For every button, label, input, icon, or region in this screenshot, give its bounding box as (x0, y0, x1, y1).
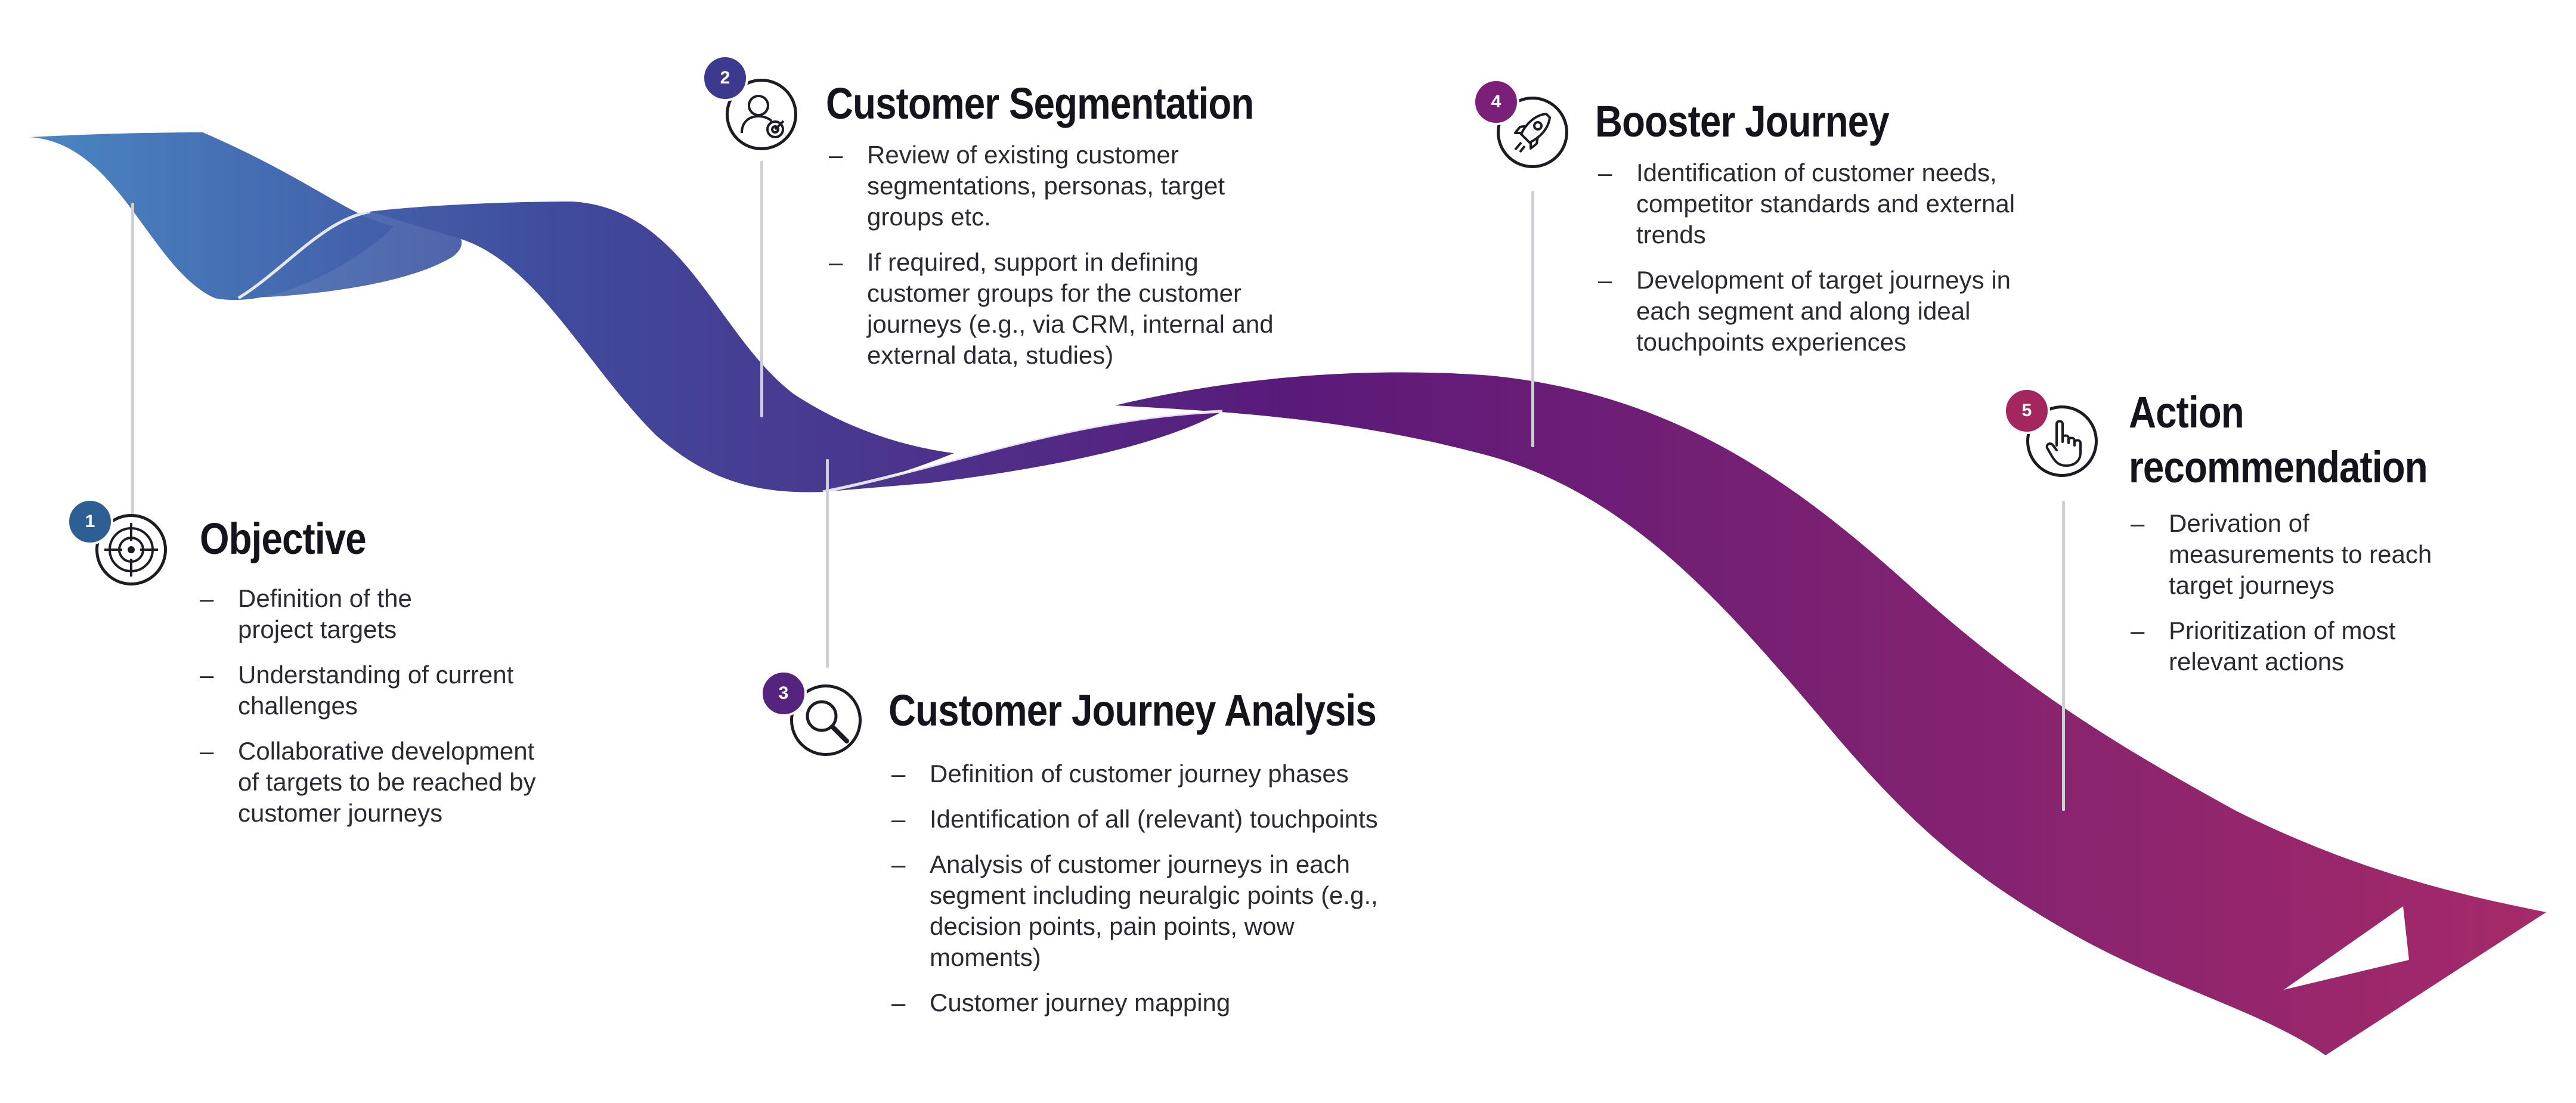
step-4-bullets: Identification of customer needs, compet… (1598, 157, 2075, 372)
step-2-bullets: Review of existing customer segmentation… (829, 140, 1306, 385)
step-number-badge-2: 2 (702, 55, 748, 101)
connector-line-1 (131, 203, 134, 525)
ribbon-highlight-1 (237, 210, 370, 300)
step-3-bullet: Identification of all (relevant) touchpo… (891, 804, 1428, 835)
step-1-bullet: Understanding of current challenges (200, 659, 617, 721)
connector-line-4 (1531, 191, 1534, 447)
step-3-bullet: Customer journey mapping (891, 987, 1428, 1018)
step-number-badge-5: 5 (2004, 388, 2050, 434)
step-5-bullet: Derivation of measurements to reach targ… (2131, 508, 2548, 601)
step-3-bullet: Definition of customer journey phases (891, 758, 1428, 789)
step-5-bullet: Prioritization of most relevant actions (2131, 615, 2548, 677)
step-number-badge-3: 3 (760, 670, 807, 717)
ribbon-band-2 (1115, 372, 2546, 1055)
step-1-bullets: Definition of the project targets Unders… (200, 583, 617, 843)
step-4-bullet: Development of target journeys in each s… (1598, 265, 2075, 358)
step-title-action-recommendation: Action recommendation (2129, 388, 2428, 492)
ribbon-highlight-2 (822, 410, 1223, 494)
step-title-customer-journey-analysis: Customer Journey Analysis (888, 686, 1377, 735)
connector-line-3 (826, 459, 829, 668)
step-4-bullet: Identification of customer needs, compet… (1598, 157, 2075, 250)
ribbon-arrow-cutout (2284, 906, 2409, 990)
step-1-bullet: Definition of the project targets (200, 583, 617, 645)
step-2-bullet: Review of existing customer segmentation… (829, 140, 1306, 233)
step-title-booster-journey: Booster Journey (1595, 97, 1890, 146)
step-number-badge-4: 4 (1473, 79, 1519, 125)
ribbon-band-1 (370, 202, 954, 492)
step-title-objective: Objective (200, 514, 367, 563)
step-title-customer-segmentation: Customer Segmentation (826, 79, 1254, 128)
step-2-bullet: If required, support in defining custome… (829, 247, 1306, 371)
step-3-bullets: Definition of customer journey phases Id… (891, 758, 1428, 1033)
target-icon (95, 514, 167, 585)
step-number-badge-1: 1 (67, 498, 113, 545)
connector-line-2 (760, 161, 763, 417)
ribbon-fold-2 (823, 411, 1222, 492)
ribbon-fold-1-back (227, 212, 462, 298)
step-3-bullet: Analysis of customer journeys in each se… (891, 849, 1428, 973)
step-5-bullets: Derivation of measurements to reach targ… (2131, 508, 2548, 692)
connector-line-5 (2062, 501, 2065, 811)
step-1-bullet: Collaborative development of targets to … (200, 736, 617, 829)
